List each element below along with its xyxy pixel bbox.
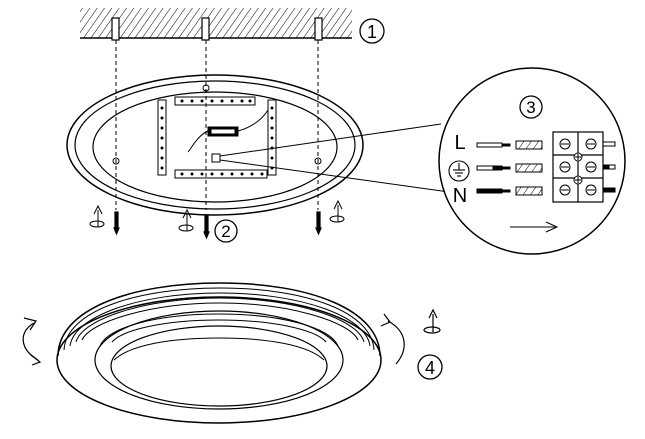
callout-lines <box>219 123 450 193</box>
screws <box>113 211 322 240</box>
supply-wires <box>476 142 511 194</box>
hatched-ceiling <box>80 8 352 38</box>
arrow-right-icon <box>510 221 559 233</box>
assembled-lamp <box>56 282 382 424</box>
screw-icon <box>315 211 322 236</box>
wall-plug <box>201 17 210 41</box>
step-3-marker: 3 <box>519 95 543 119</box>
lamp-outer-rim <box>56 296 382 424</box>
rotate-clockwise-icon <box>178 208 194 232</box>
rotate-clockwise-icon <box>423 308 441 334</box>
led-driver <box>187 109 269 163</box>
terminal-block-icon <box>552 131 604 203</box>
step-3-number: 3 <box>526 98 535 117</box>
base-plate-outer <box>66 74 364 216</box>
step-1-number: 1 <box>367 22 377 42</box>
wall-plug <box>111 17 120 41</box>
lamp-diffuser <box>110 325 328 407</box>
rotate-clockwise-icon <box>380 313 405 365</box>
neutral-label: N <box>453 185 467 207</box>
wall-plug <box>314 17 323 41</box>
base-plate <box>66 74 364 216</box>
guide-lines <box>115 40 319 210</box>
rotate-clockwise-icon <box>329 199 345 223</box>
step-2-number: 2 <box>221 222 230 241</box>
rotate-arrows <box>89 199 345 232</box>
lamp-wires <box>602 141 616 193</box>
base-plate-rim <box>74 80 356 210</box>
ceiling <box>80 8 352 39</box>
wire-connectors <box>515 140 543 196</box>
rotate-counterclockwise-icon <box>22 317 42 366</box>
led-strips <box>157 96 277 179</box>
wiring-zoom-circle <box>438 67 626 255</box>
live-label: L <box>454 132 465 154</box>
step-2-marker: 2 <box>214 219 238 243</box>
rotate-clockwise-icon <box>89 204 105 228</box>
lamp-diffuser-ring <box>94 310 344 410</box>
screw-icon <box>203 215 210 240</box>
step-4-number: 4 <box>425 358 435 378</box>
screw-icon <box>113 211 120 236</box>
terminal-connector <box>211 153 221 163</box>
wiring-detail: 3 L N <box>438 67 626 255</box>
earth-ground-icon <box>448 160 470 182</box>
step-4-marker: 4 <box>417 354 443 380</box>
base-plate-inner <box>92 91 338 203</box>
cover-rotate-arrows <box>22 308 441 366</box>
step-1-marker: 1 <box>359 18 385 44</box>
